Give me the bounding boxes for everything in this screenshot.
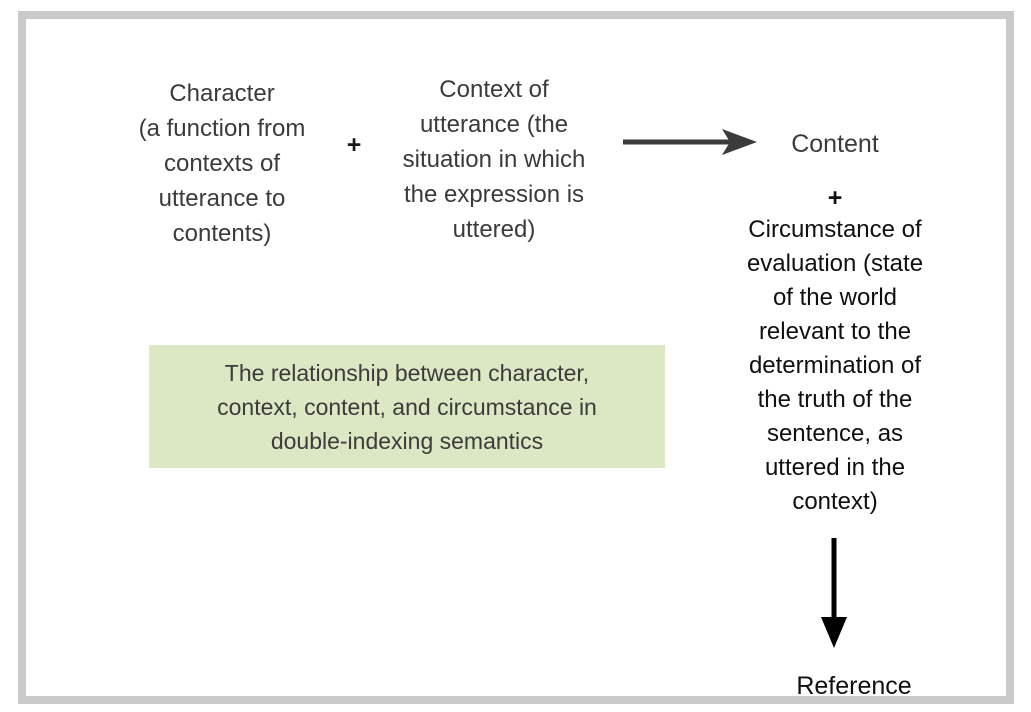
arrow-right-icon — [623, 129, 757, 155]
reference-node: Reference — [796, 672, 912, 700]
figure-frame: Character (a function from contexts of u… — [18, 11, 1014, 704]
caption-text: The relationship between character, cont… — [217, 359, 597, 454]
content-node: Content — [791, 130, 879, 158]
arrow-down-icon — [821, 538, 847, 648]
character-node: Character (a function from contexts of u… — [138, 80, 306, 247]
plus-sign-two: + — [827, 184, 843, 212]
caption-box: The relationship between character, cont… — [149, 345, 665, 468]
circumstance-of-evaluation-node: Circumstance of evaluation (state of the… — [746, 216, 924, 515]
context-of-utterance-node: Context of utterance (the situation in w… — [402, 76, 586, 243]
plus-sign-one: + — [346, 131, 362, 159]
